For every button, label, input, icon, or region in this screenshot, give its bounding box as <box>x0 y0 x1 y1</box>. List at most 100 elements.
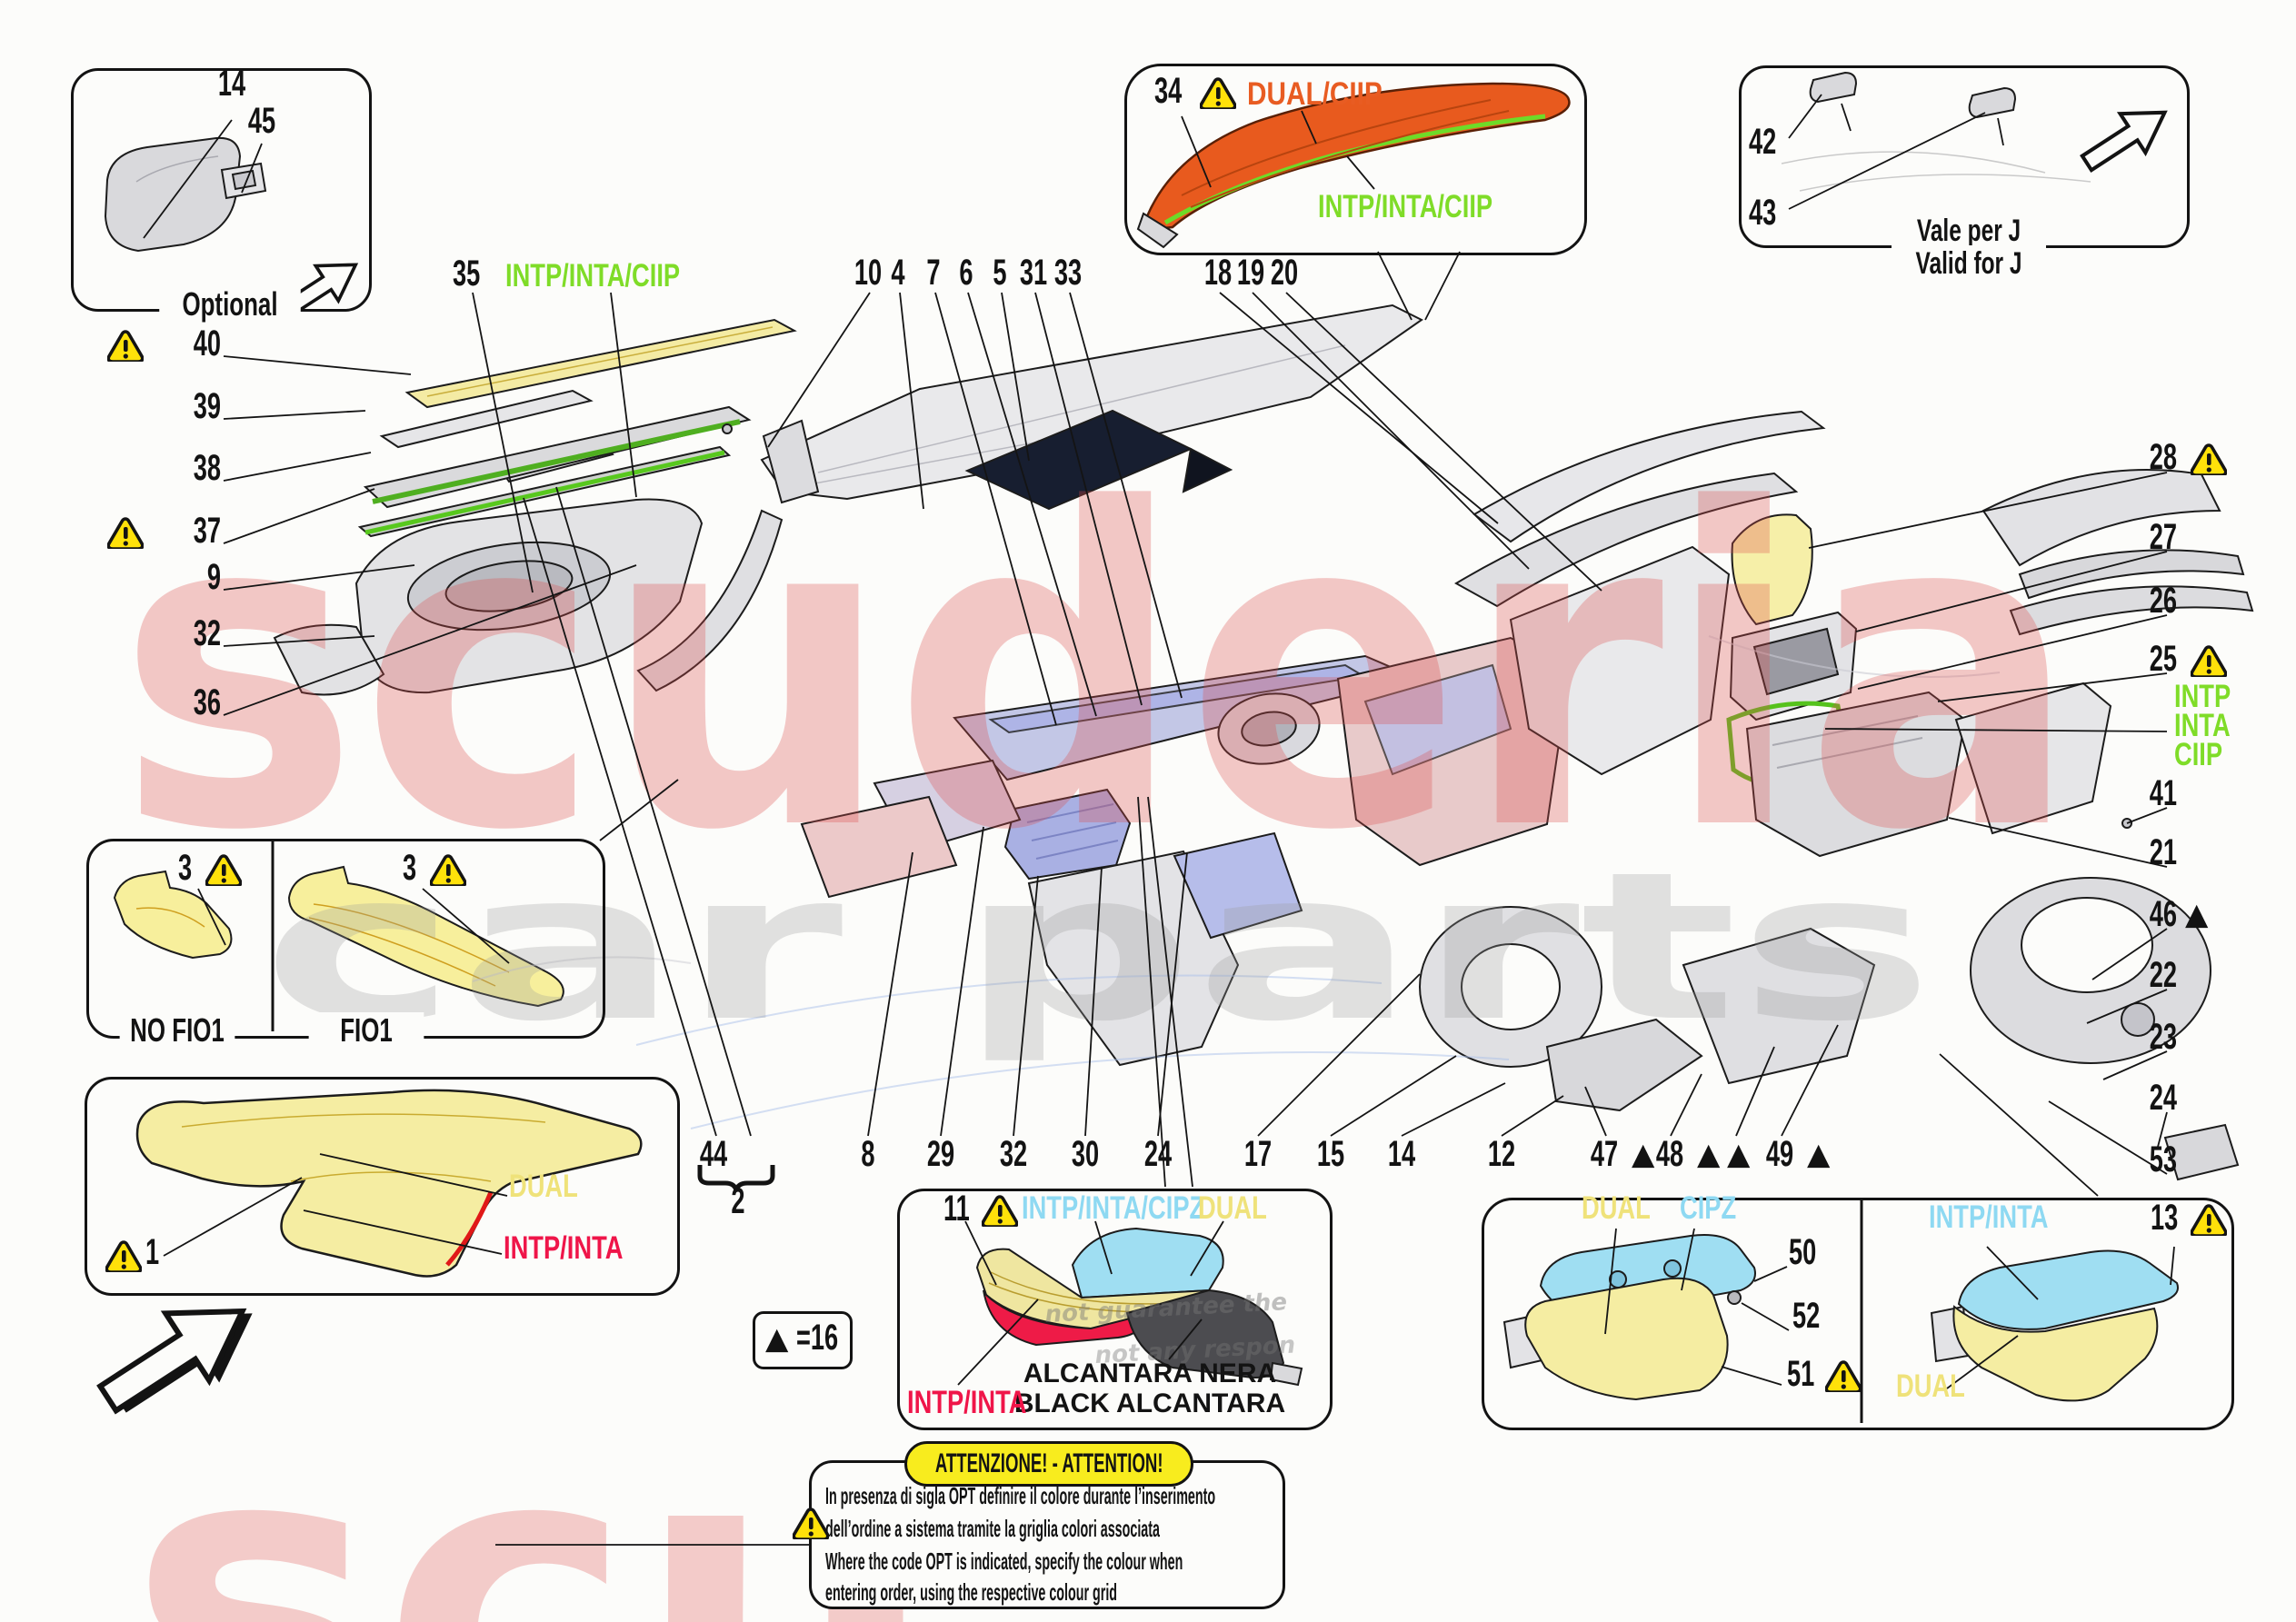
attention-title-pill: ATTENZIONE! - ATTENTION! <box>904 1441 1193 1487</box>
attention-line-1: In presenza di sigla OPT definire il col… <box>825 1482 1216 1509</box>
callout-49: 49 <box>1765 1134 1794 1174</box>
tag-intp-inta-cipz: INTP/INTA/CIPZ <box>1022 1190 1205 1226</box>
callout-19: 19 <box>1236 253 1265 293</box>
callout-10: 10 <box>854 253 883 293</box>
watermark-partial: scu <box>127 1353 939 1622</box>
callout-53: 53 <box>2149 1139 2177 1179</box>
callout-22: 22 <box>2149 955 2177 995</box>
warning-icon <box>2191 1204 2227 1236</box>
bottom-right-box <box>1482 1198 2234 1430</box>
valid-label-en: Valid for J <box>1892 245 2046 282</box>
part-right-trim-group <box>1454 410 2254 1181</box>
callout-24-right: 24 <box>2149 1078 2177 1118</box>
attention-line-2: dell’ordine a sistema tramite la griglia… <box>825 1515 1160 1542</box>
callout-23: 23 <box>2149 1017 2177 1057</box>
callout-34: 34 <box>1154 71 1183 111</box>
tag-ciip-right: CIIP <box>2174 737 2223 772</box>
callout-43: 43 <box>1749 193 1777 233</box>
callout-13: 13 <box>2151 1198 2179 1238</box>
callout-14: 14 <box>217 64 246 104</box>
callout-25: 25 <box>2149 639 2177 679</box>
tag-dual-rightbox: DUAL <box>1896 1368 1965 1404</box>
callout-42: 42 <box>1749 122 1777 162</box>
warning-icon <box>107 517 144 549</box>
callout-9: 9 <box>206 557 221 597</box>
callout-27: 27 <box>2149 517 2177 557</box>
part-vent-stack-group <box>1726 513 2132 858</box>
callout-33: 33 <box>1053 253 1083 293</box>
tag-dual-ciip: DUAL/CIIP <box>1247 76 1383 112</box>
callout-35: 35 <box>453 254 481 294</box>
warning-icon <box>793 1508 829 1539</box>
callout-39: 39 <box>193 386 221 426</box>
callout-7: 7 <box>926 253 941 293</box>
tag-inta-right: INTA <box>2174 708 2231 743</box>
callout-2: 2 <box>731 1181 745 1221</box>
callout-1: 1 <box>145 1232 160 1272</box>
callout-47: 47 <box>1590 1134 1619 1174</box>
direction-arrows <box>96 110 2168 1415</box>
callout-11: 11 <box>943 1189 970 1229</box>
part-valid-box <box>1781 71 2091 192</box>
callout-28: 28 <box>2149 437 2177 477</box>
attention-line-3: Where the code OPT is indicated, specify… <box>825 1547 1183 1575</box>
callout-18: 18 <box>1203 253 1233 293</box>
callout-30: 30 <box>1071 1134 1100 1174</box>
part-fio-yellow <box>113 865 564 1008</box>
legend-box <box>753 1311 853 1369</box>
tag-dual-lowerleft: DUAL <box>509 1169 578 1204</box>
callout-6: 6 <box>959 253 973 293</box>
tag-dual-alcantara: DUAL <box>1198 1190 1267 1226</box>
callout-4: 4 <box>891 253 905 293</box>
watermark-brand2: car parts <box>262 829 1934 1067</box>
callout-32-bottom: 32 <box>999 1134 1028 1174</box>
callout-50: 50 <box>1789 1232 1817 1272</box>
tag-intp-right: INTP <box>2174 679 2231 714</box>
callout-3-left: 3 <box>178 848 193 888</box>
alcantara-name-en: BLACK ALCANTARA <box>1013 1388 1286 1418</box>
callout-5: 5 <box>993 253 1007 293</box>
callout-40: 40 <box>193 323 221 363</box>
callout-46: 46 <box>2149 894 2177 934</box>
callout-26: 26 <box>2149 581 2177 621</box>
callout-37: 37 <box>193 511 221 551</box>
optional-box <box>71 68 372 312</box>
triangle-marker-49: ▲ <box>1807 1136 1831 1171</box>
callout-8: 8 <box>861 1134 875 1174</box>
warning-icon <box>1200 77 1236 109</box>
callout-29: 29 <box>926 1134 955 1174</box>
tag-dual-cipzbox: DUAL <box>1582 1190 1651 1226</box>
warning-icon <box>205 854 242 886</box>
triangle-marker-46: ▲ <box>2185 896 2209 931</box>
callout-45: 45 <box>247 101 276 141</box>
callout-51: 51 <box>1787 1354 1815 1394</box>
callout-12: 12 <box>1487 1134 1516 1174</box>
triangle-marker-48: ▲ <box>1697 1136 1721 1171</box>
warning-icon <box>430 854 466 886</box>
alcantara-box <box>897 1189 1333 1430</box>
legend-value: =16 <box>796 1318 839 1358</box>
fio1-label: FIO1 <box>308 1012 424 1049</box>
part-cluster-group-left <box>273 318 797 696</box>
tag-intp-inta-lowerleft: INTP/INTA <box>504 1230 624 1266</box>
callout-15: 15 <box>1316 1134 1345 1174</box>
warning-icon <box>2191 645 2227 677</box>
part-optional-box <box>104 136 267 253</box>
part-intpinta <box>1930 1249 2179 1402</box>
tag-intp-inta-rightbox: INTP/INTA <box>1929 1199 2049 1235</box>
warning-icon <box>107 330 144 362</box>
box-dividers <box>271 841 1863 1423</box>
warning-icon <box>1825 1360 1862 1392</box>
part-dualcipz <box>1502 1234 1756 1401</box>
triangle-marker-extra: ▲ <box>1727 1136 1751 1171</box>
callout-31: 31 <box>1019 253 1048 293</box>
arrow-validbox-icon <box>2080 110 2168 173</box>
callout-36: 36 <box>193 682 221 722</box>
callout-32: 32 <box>193 613 221 653</box>
tag-cipz: CIPZ <box>1680 1190 1737 1226</box>
callout-24-bottom: 24 <box>1143 1134 1173 1174</box>
callout-52: 52 <box>1792 1296 1821 1336</box>
warning-icon <box>982 1195 1018 1227</box>
leader-lines <box>143 94 2175 1546</box>
